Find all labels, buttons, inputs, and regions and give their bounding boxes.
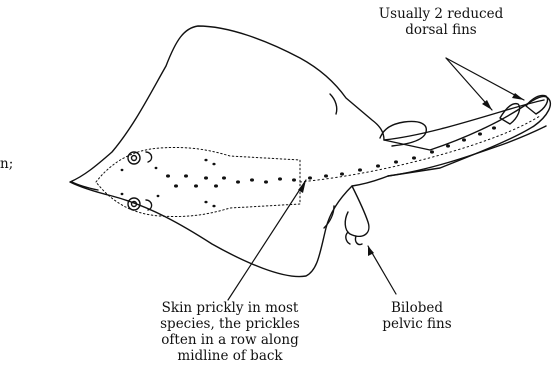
- tail-lower: [388, 126, 546, 176]
- pelvic-fin-lower: [345, 186, 369, 236]
- leader-lines: [228, 58, 524, 300]
- prickles: [121, 126, 496, 207]
- arrow-dorsal-1: [482, 100, 492, 110]
- leader-dorsal-2: [446, 58, 524, 100]
- pectoral-inner-upper: [330, 94, 337, 114]
- pelvic-fin-frills: [346, 232, 362, 245]
- central-body-dotted: [96, 147, 300, 216]
- pectoral-inner-lower: [324, 206, 334, 228]
- arrowheads: [298, 93, 524, 256]
- label-cut-off-edge: n;: [0, 156, 20, 172]
- label-dorsal-fins: Usually 2 reduced dorsal fins: [356, 6, 526, 38]
- label-skin-prickly: Skin prickly in most species, the prickl…: [150, 300, 310, 364]
- label-pelvic-fins: Bilobed pelvic fins: [362, 300, 472, 332]
- eye-left-upper: [128, 152, 152, 164]
- leader-skin: [228, 180, 306, 300]
- tail-midline: [300, 116, 540, 182]
